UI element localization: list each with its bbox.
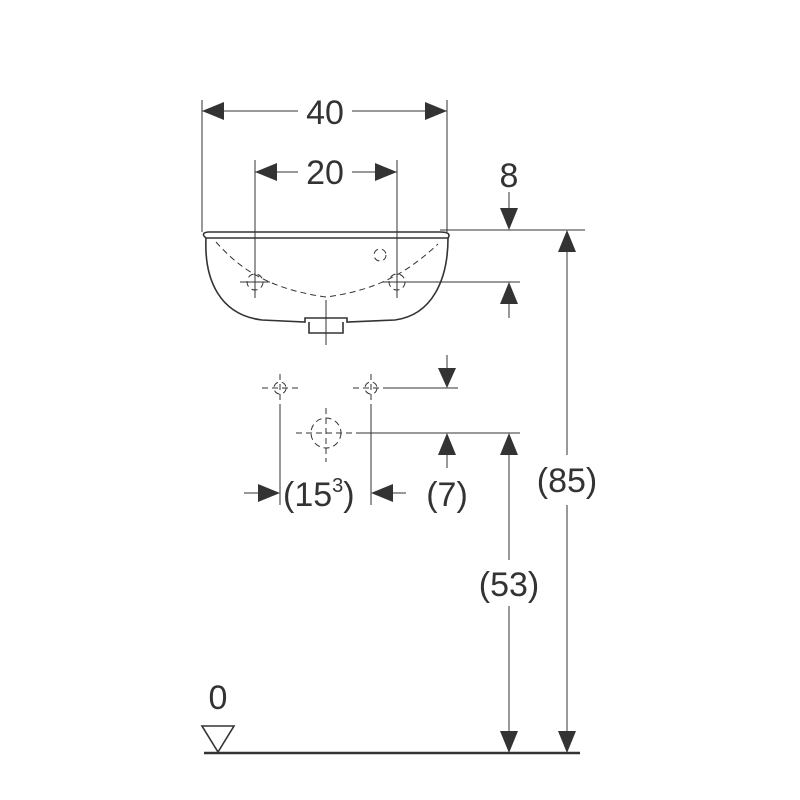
total-height-dimension: (85) bbox=[537, 230, 597, 753]
tap-hole-spacing-dimension: 20 bbox=[254, 154, 398, 296]
basin-width-label: 40 bbox=[306, 94, 344, 132]
supply-connections bbox=[262, 374, 389, 462]
supply-spacing-dimension: (153) bbox=[244, 404, 406, 514]
supply-spacing-label: (153) bbox=[283, 475, 355, 514]
tap-hole-spacing-label: 20 bbox=[306, 154, 344, 192]
floor-level-marker: 0 bbox=[200, 679, 580, 755]
floor-level-label: 0 bbox=[209, 679, 228, 717]
rim-to-tap-hole-dimension: 8 bbox=[412, 157, 585, 318]
supply-offset-dimension: (7) bbox=[356, 355, 520, 514]
drain-height-dimension: (53) bbox=[479, 433, 539, 753]
drain-height-label: (53) bbox=[479, 566, 539, 604]
washbasin-outline bbox=[202, 231, 450, 345]
supply-offset-label: (7) bbox=[426, 476, 468, 514]
basin-width-dimension: 40 bbox=[201, 94, 448, 232]
total-height-label: (85) bbox=[537, 462, 597, 500]
rim-to-tap-hole-label: 8 bbox=[500, 157, 519, 195]
